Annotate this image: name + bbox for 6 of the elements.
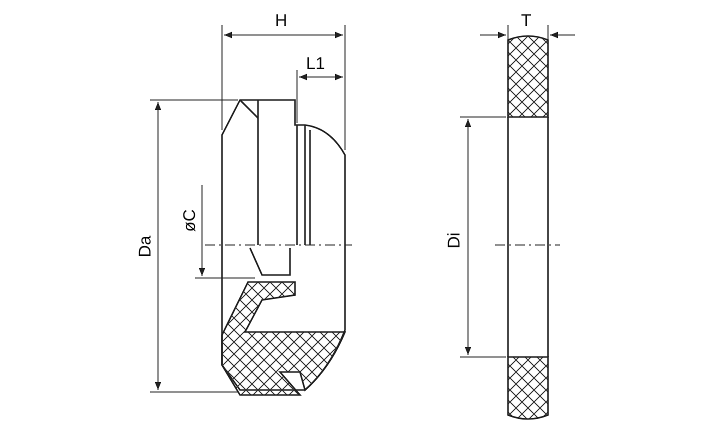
dimension-label: øC <box>180 209 198 232</box>
dimension-label: Da <box>136 236 154 258</box>
dimension-label: T <box>521 12 532 29</box>
dimension-label: L1 <box>306 55 325 72</box>
dimension-label: Di <box>446 232 463 249</box>
dimension-label: H <box>275 12 288 29</box>
